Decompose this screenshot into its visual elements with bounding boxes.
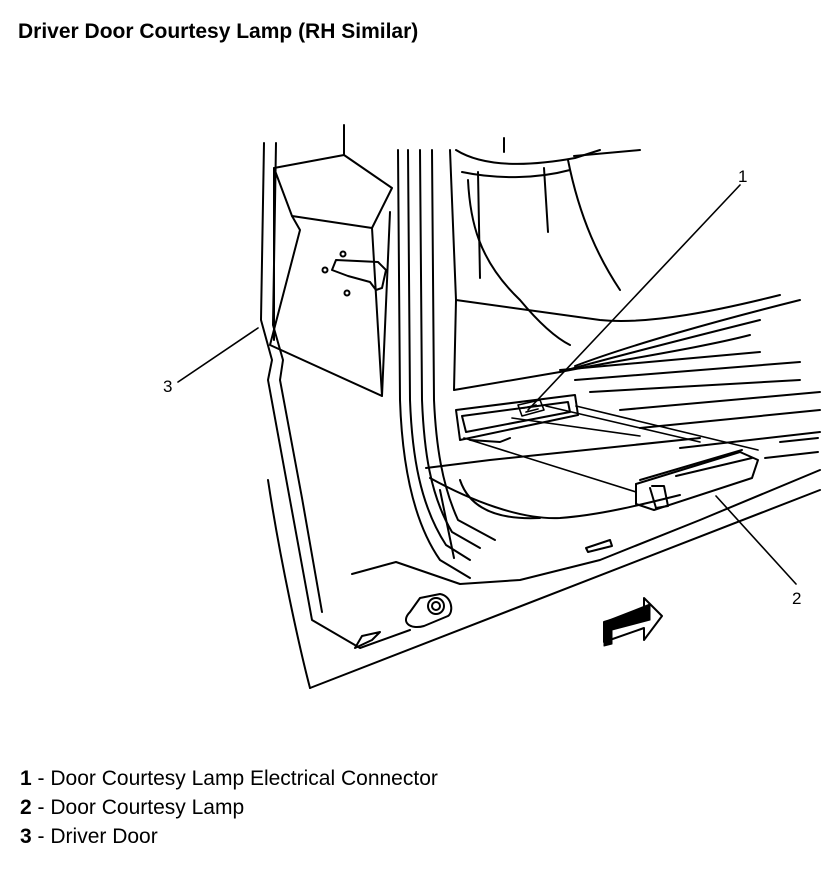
legend-separator: -: [37, 767, 45, 790]
legend-separator: -: [37, 825, 45, 848]
door-striker-block: [269, 154, 393, 397]
callout-2: 2: [792, 589, 801, 608]
legend: 1 - Door Courtesy Lamp Electrical Connec…: [20, 764, 438, 851]
legend-text: Door Courtesy Lamp Electrical Connector: [50, 767, 438, 790]
legend-separator: -: [37, 796, 45, 819]
electrical-connector: [517, 399, 545, 417]
legend-text: Driver Door: [50, 825, 158, 848]
callout-3: 3: [163, 377, 172, 396]
legend-text: Door Courtesy Lamp: [50, 796, 245, 819]
legend-item-1: 1 - Door Courtesy Lamp Electrical Connec…: [20, 764, 438, 793]
legend-number: 2: [20, 796, 32, 819]
legend-item-3: 3 - Driver Door: [20, 822, 438, 851]
diagram-title: Driver Door Courtesy Lamp (RH Similar): [18, 20, 419, 43]
door-bumper: [405, 593, 453, 628]
forward-arrow-icon: [603, 597, 663, 647]
callout-leaders: [177, 184, 797, 585]
legend-number: 3: [20, 825, 32, 848]
driver-door-outline: [260, 124, 821, 689]
callout-1: 1: [738, 167, 747, 186]
legend-item-2: 2 - Door Courtesy Lamp: [20, 793, 438, 822]
exploded-view-lines: [463, 405, 759, 493]
legend-number: 1: [20, 767, 32, 790]
courtesy-lamp: [635, 449, 759, 511]
door-opening-frame: [397, 137, 641, 579]
sill-panel: [351, 294, 821, 585]
